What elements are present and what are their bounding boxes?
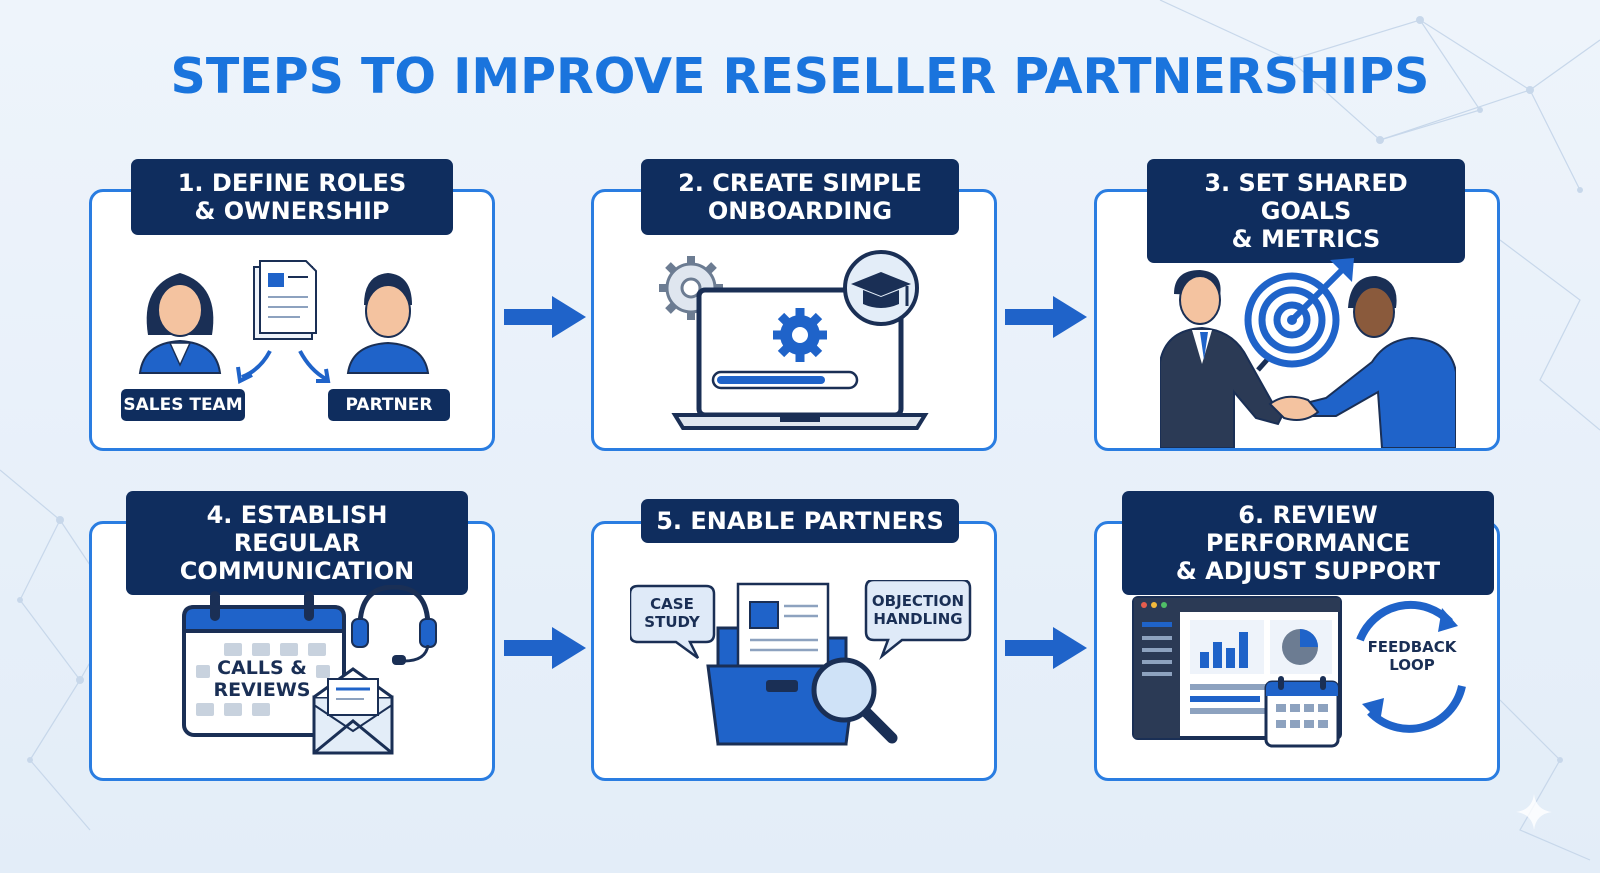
envelope-icon (312, 667, 394, 755)
step-label-2-line2: ONBOARDING (707, 197, 893, 225)
review-illustration: FEEDBACK LOOP (1132, 596, 1466, 748)
folder-icon (706, 582, 858, 746)
step-label-4-line2: COMMUNICATION (179, 557, 415, 585)
step-label-3: 3. SET SHARED GOALS & METRICS (1147, 159, 1465, 263)
calendar-text-line2: REVIEWS (213, 679, 310, 701)
progress-bar (711, 370, 859, 390)
feedback-loop-line1: FEEDBACK (1368, 638, 1458, 656)
magnifier-icon (811, 657, 898, 744)
speech-bubble-right-icon (864, 580, 972, 660)
step-label-6-line2: & ADJUST SUPPORT (1175, 557, 1441, 585)
goals-illustration (1160, 258, 1456, 448)
graduation-cap-icon (843, 250, 919, 326)
calendar-small-icon (1264, 676, 1340, 748)
case-study-line1: CASE (650, 595, 694, 613)
tag-partner: PARTNER (328, 389, 450, 421)
step-label-2-line1: 2. CREATE SIMPLE (678, 169, 922, 197)
bar-chart-icon (1200, 632, 1248, 668)
objection-line2: HANDLING (873, 610, 962, 628)
arrow-to-partner-icon (298, 350, 328, 381)
step-label-3-line1: 3. SET SHARED GOALS (1204, 169, 1408, 225)
communication-illustration: CALLS & REVIEWS (182, 585, 437, 755)
case-study-line2: STUDY (644, 613, 701, 631)
step-label-6-line1: 6. REVIEW PERFORMANCE (1205, 501, 1411, 557)
step-label-1-line2: & OWNERSHIP (194, 197, 390, 225)
step-label-4-line1: 4. ESTABLISH REGULAR (206, 501, 388, 557)
feedback-loop-line2: LOOP (1389, 656, 1435, 674)
sparkle-icon (1516, 794, 1552, 830)
man-avatar-icon (346, 273, 430, 374)
handshake-icon (1268, 395, 1320, 421)
document-icon (253, 260, 317, 340)
enablement-illustration: CASE STUDY OBJECTION HANDLING (630, 580, 972, 746)
arrow-5-to-6 (1005, 627, 1087, 669)
step-label-4: 4. ESTABLISH REGULAR COMMUNICATION (126, 491, 468, 595)
arrow-1-to-2 (504, 296, 586, 338)
page-title: STEPS TO IMPROVE RESELLER PARTNERSHIPS (170, 48, 1430, 105)
woman-avatar-icon (138, 273, 222, 374)
step-label-5-line1: 5. ENABLE PARTNERS (656, 507, 944, 535)
headset-icon (351, 585, 437, 665)
arrow-to-sales-icon (241, 350, 272, 379)
roles-illustration (138, 260, 430, 385)
arrow-4-to-5 (504, 627, 586, 669)
step-label-6: 6. REVIEW PERFORMANCE & ADJUST SUPPORT (1122, 491, 1494, 595)
step-label-1: 1. DEFINE ROLES & OWNERSHIP (131, 159, 453, 235)
tag-sales-team: SALES TEAM (121, 389, 245, 421)
step-label-3-line2: & METRICS (1231, 225, 1381, 253)
target-icon (1244, 258, 1354, 372)
step-label-5: 5. ENABLE PARTNERS (641, 499, 959, 543)
speech-bubble-left-icon (630, 584, 716, 660)
calendar-text-line1: CALLS & (217, 657, 307, 679)
objection-line1: OBJECTION (872, 592, 964, 610)
step-label-1-line1: 1. DEFINE ROLES (177, 169, 407, 197)
feedback-loop-icon (1356, 600, 1466, 733)
onboarding-illustration (659, 250, 929, 430)
calendar-icon (182, 591, 346, 737)
settings-gear-icon (773, 308, 827, 362)
pie-chart-icon (1282, 629, 1318, 665)
arrow-2-to-3 (1005, 296, 1087, 338)
step-label-2: 2. CREATE SIMPLE ONBOARDING (641, 159, 959, 235)
